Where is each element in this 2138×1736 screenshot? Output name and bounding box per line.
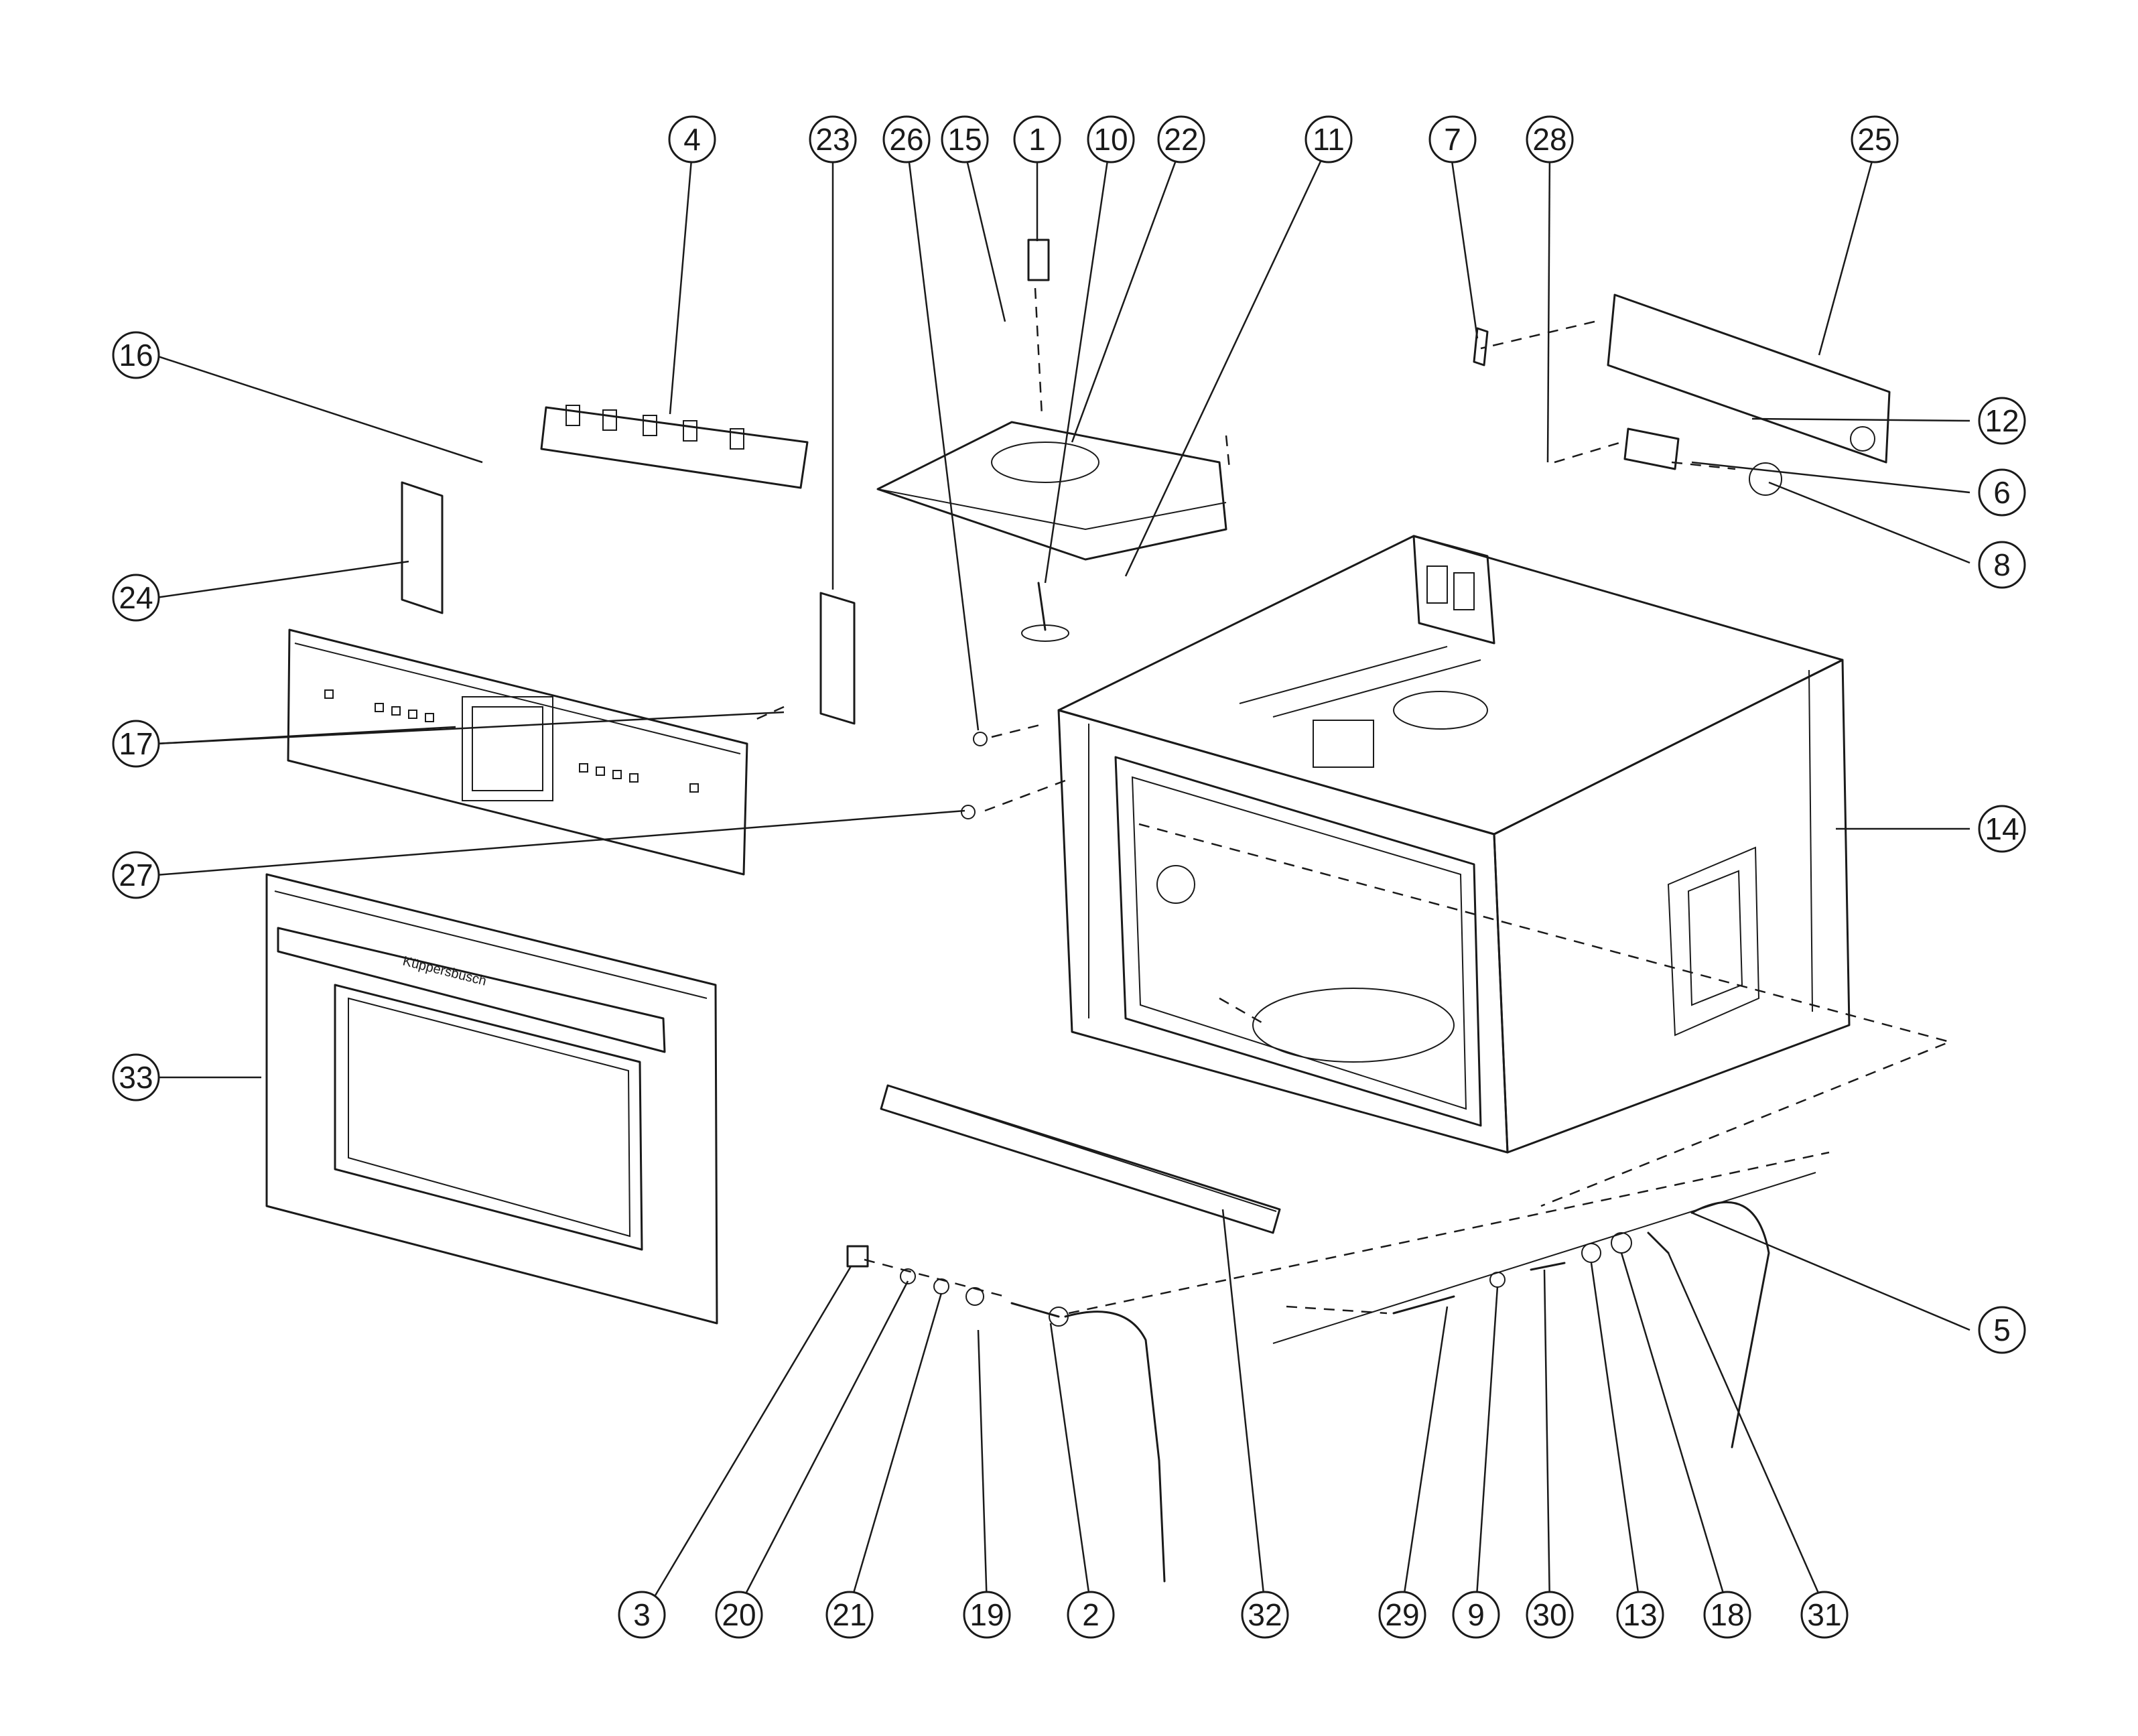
oven-body (1057, 535, 1851, 1154)
svg-text:23: 23 (815, 122, 850, 157)
assembly-lines (753, 287, 1952, 1344)
svg-text:29: 29 (1385, 1597, 1419, 1632)
control-panel (287, 628, 748, 876)
svg-text:12: 12 (1985, 403, 2019, 438)
small-parts (401, 239, 1770, 1583)
svg-text:16: 16 (119, 338, 153, 373)
svg-text:6: 6 (1993, 475, 2011, 510)
oven-door: Küppersbusch (265, 873, 718, 1325)
svg-text:3: 3 (633, 1597, 651, 1632)
svg-text:2: 2 (1082, 1597, 1099, 1632)
svg-text:22: 22 (1164, 122, 1198, 157)
callout-25: 25 (1851, 115, 1899, 163)
callout-3: 3 (618, 1591, 666, 1639)
callout-2: 2 (1067, 1591, 1115, 1639)
callout-29: 29 (1378, 1591, 1426, 1639)
callout-15: 15 (941, 115, 989, 163)
callout-7: 7 (1428, 115, 1477, 163)
callout-18: 18 (1703, 1591, 1751, 1639)
svg-text:28: 28 (1532, 122, 1566, 157)
callout-33: 33 (112, 1053, 160, 1101)
svg-text:1: 1 (1028, 122, 1046, 157)
svg-text:26: 26 (889, 122, 923, 157)
callout-13: 13 (1616, 1591, 1664, 1639)
svg-text:7: 7 (1444, 122, 1461, 157)
svg-text:18: 18 (1710, 1597, 1744, 1632)
callout-11: 11 (1305, 115, 1353, 163)
callout-28: 28 (1526, 115, 1574, 163)
callout-32: 32 (1241, 1591, 1289, 1639)
callout-9: 9 (1452, 1591, 1500, 1639)
svg-text:9: 9 (1467, 1597, 1485, 1632)
callout-19: 19 (963, 1591, 1011, 1639)
callout-6: 6 (1978, 468, 2026, 517)
drip-tray (880, 1084, 1281, 1234)
svg-text:33: 33 (119, 1060, 153, 1095)
callout-8: 8 (1978, 541, 2026, 589)
callout-17: 17 (112, 720, 160, 768)
callout-16: 16 (112, 331, 160, 379)
svg-text:27: 27 (119, 858, 153, 892)
svg-text:13: 13 (1623, 1597, 1657, 1632)
svg-text:10: 10 (1093, 122, 1128, 157)
svg-text:19: 19 (970, 1597, 1004, 1632)
svg-text:15: 15 (947, 122, 982, 157)
svg-text:11: 11 (1313, 122, 1345, 157)
callout-5: 5 (1978, 1306, 2026, 1354)
callout-4: 4 (668, 115, 716, 163)
callout-20: 20 (715, 1591, 763, 1639)
svg-text:32: 32 (1248, 1597, 1282, 1632)
svg-text:31: 31 (1807, 1597, 1841, 1632)
callout-24: 24 (112, 574, 160, 622)
callout-23: 23 (809, 115, 857, 163)
svg-text:5: 5 (1993, 1313, 2011, 1347)
rear-plate (1607, 293, 1891, 496)
callout-30: 30 (1526, 1591, 1574, 1639)
svg-text:8: 8 (1993, 547, 2011, 582)
svg-text:4: 4 (683, 122, 701, 157)
svg-text:17: 17 (119, 726, 153, 761)
svg-text:30: 30 (1532, 1597, 1566, 1632)
callout-bubbles: 1 2 3 4 5 6 7 8 9 10 11 12 13 14 15 16 1… (112, 115, 2026, 1639)
svg-text:25: 25 (1857, 122, 1891, 157)
callout-31: 31 (1800, 1591, 1849, 1639)
callout-22: 22 (1157, 115, 1205, 163)
callout-26: 26 (882, 115, 931, 163)
leader-lines (153, 151, 1970, 1607)
callout-14: 14 (1978, 805, 2026, 853)
svg-text:20: 20 (722, 1597, 756, 1632)
electronic-board (540, 405, 809, 489)
callout-21: 21 (825, 1591, 874, 1639)
callout-27: 27 (112, 851, 160, 899)
callout-1: 1 (1013, 115, 1061, 163)
callout-10: 10 (1087, 115, 1135, 163)
svg-text:24: 24 (119, 580, 153, 615)
svg-text:21: 21 (832, 1597, 866, 1632)
callout-12: 12 (1978, 397, 2026, 445)
svg-text:14: 14 (1985, 811, 2019, 846)
